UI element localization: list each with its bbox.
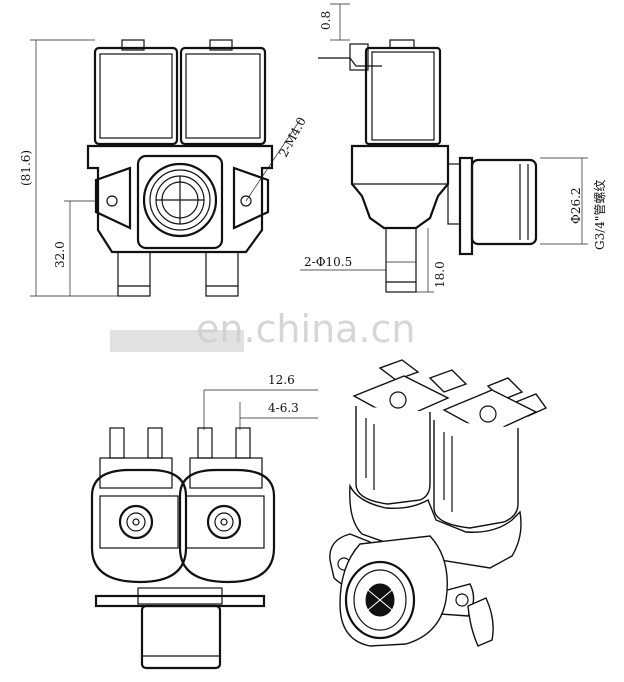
- dim-top-terminal: 0.8: [319, 11, 333, 30]
- side-view: [300, 3, 588, 293]
- top-view: [90, 389, 318, 670]
- dim-height-total: (81.6): [19, 150, 33, 186]
- dim-height-mount: 32.0: [53, 241, 67, 268]
- isometric-view: [329, 359, 548, 647]
- dim-inlet-dia: Φ26.2: [569, 187, 583, 224]
- watermark-bar: [110, 330, 244, 352]
- dim-pitch-a: 12.6: [268, 373, 295, 387]
- dim-outlet-dia: 2-Φ10.5: [304, 255, 352, 269]
- dim-thread-label: 2-M4.0: [276, 115, 309, 160]
- dim-inlet-thread: G3/4"管螺纹: [592, 180, 607, 250]
- front-view: [30, 39, 301, 297]
- watermark-text: en.china.cn: [196, 307, 416, 351]
- dim-outlet-height: 18.0: [433, 261, 447, 288]
- dim-pitch-b: 4-6.3: [268, 401, 299, 415]
